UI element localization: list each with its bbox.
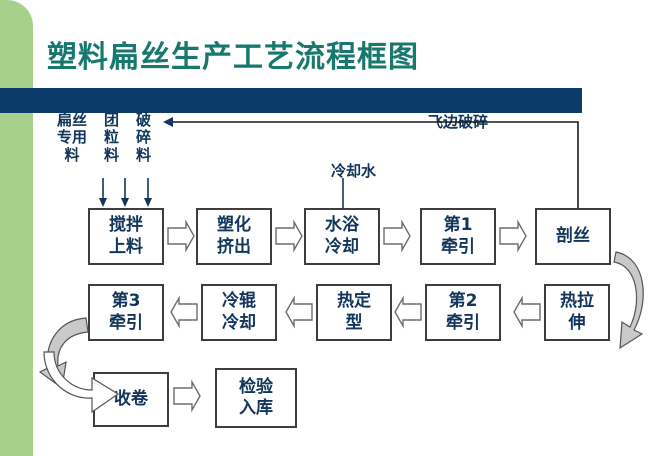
box-line-1: 热定: [337, 291, 371, 312]
material-label-pellet: 团 粒 料: [104, 111, 120, 164]
process-box-heat-setting[interactable]: 热定 型: [316, 284, 392, 341]
curved-arrow-traction3-to-winding-upper: [38, 317, 89, 390]
material-label-crushed: 破 碎 料: [136, 111, 152, 164]
arrow-waterbath-to-traction1: [383, 219, 411, 253]
material-line-1: 扁丝: [57, 111, 88, 129]
box-line-2: 牵引: [109, 312, 143, 333]
material-line-2: 碎: [136, 128, 152, 147]
box-line-1: 塑化: [217, 215, 251, 236]
box-line-1: 搅拌: [109, 215, 143, 236]
process-box-hot-stretching[interactable]: 热拉 伸: [544, 284, 610, 341]
box-line-2: 型: [345, 312, 363, 333]
left-green-band-inner-curve: [33, 0, 43, 456]
process-box-slitting[interactable]: 剖丝: [535, 208, 611, 265]
material-line-3: 料: [136, 145, 152, 164]
box-line-2: 上料: [109, 236, 143, 257]
arrow-heatset-to-chillroll: [285, 295, 313, 329]
process-box-second-traction[interactable]: 第2 牵引: [425, 284, 501, 341]
arrow-winding-to-inspection: [173, 379, 201, 413]
box-line-1: 第3: [111, 291, 141, 312]
box-line-2: 伸: [568, 312, 586, 333]
process-box-mixing-feeding[interactable]: 搅拌 上料: [88, 208, 164, 265]
material-line-2: 专用: [57, 128, 88, 147]
process-box-first-traction[interactable]: 第1 牵引: [420, 208, 496, 265]
process-box-water-bath-cooling[interactable]: 水浴 冷却: [304, 208, 380, 265]
process-box-winding[interactable]: 收卷: [93, 372, 169, 427]
box-line-1: 第1: [443, 215, 473, 236]
arrow-hotstretch-to-traction2: [513, 295, 541, 329]
cooling-water-label: 冷却水: [331, 162, 377, 180]
process-box-chill-roll-cooling[interactable]: 冷辊 冷却: [201, 284, 277, 341]
box-line-2: 冷却: [222, 312, 256, 333]
process-box-third-traction[interactable]: 第3 牵引: [88, 284, 164, 341]
material-line-1: 破: [136, 111, 152, 129]
box-line-1: 热拉: [560, 291, 594, 312]
left-green-band: [0, 0, 33, 456]
title-underline-bar: [0, 88, 582, 113]
material-line-3: 料: [104, 145, 120, 164]
feed-arrowheads: [99, 198, 152, 207]
recycle-return-arrowhead: [163, 117, 173, 127]
page-title: 塑料扁丝生产工艺流程框图: [47, 40, 419, 75]
box-line-1: 检验: [239, 376, 273, 397]
process-box-plasticizing-extrusion[interactable]: 塑化 挤出: [196, 208, 272, 265]
box-line-1: 剖丝: [556, 225, 590, 246]
arrow-traction1-to-slitting: [499, 219, 527, 253]
material-line-1: 团: [104, 111, 120, 129]
box-line-1: 收卷: [114, 388, 148, 409]
box-line-2: 牵引: [446, 312, 480, 333]
box-line-1: 水浴: [325, 215, 359, 236]
arrow-chillroll-to-traction3: [170, 295, 198, 329]
arrow-mixing-to-extrusion: [167, 219, 195, 253]
box-line-2: 挤出: [217, 236, 251, 257]
box-line-2: 冷却: [325, 236, 359, 257]
arrow-extrusion-to-waterbath: [275, 219, 303, 253]
process-box-inspection-warehousing[interactable]: 检验 入库: [215, 368, 297, 428]
arrow-traction2-to-heatset: [394, 295, 422, 329]
box-line-1: 第2: [448, 291, 478, 312]
box-line-2: 牵引: [441, 236, 475, 257]
material-line-3: 料: [64, 145, 80, 164]
box-line-1: 冷辊: [222, 291, 256, 312]
curved-arrow-slitting-to-hotstretch: [613, 251, 644, 350]
material-label-flat-yarn: 扁丝 专用 料: [57, 111, 88, 164]
box-line-2: 入库: [239, 398, 273, 418]
recycle-flash-label: 飞边破碎: [428, 113, 489, 131]
material-line-2: 粒: [104, 128, 120, 147]
